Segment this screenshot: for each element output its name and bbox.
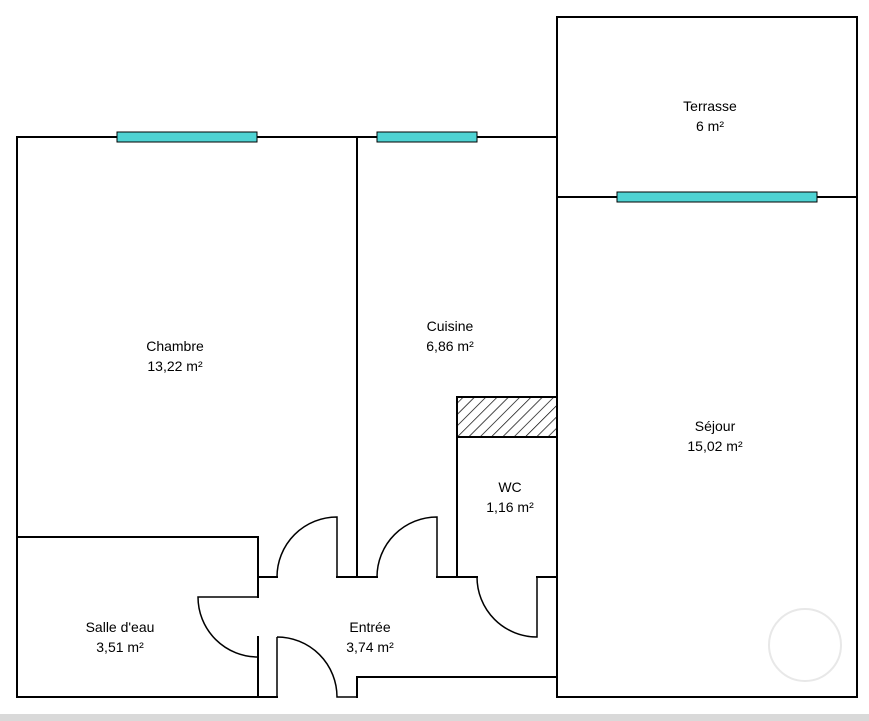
room-name-wc: WC (498, 479, 522, 495)
room-name-salle-deau: Salle d'eau (85, 619, 155, 635)
label-cuisine: Cuisine 6,86 m² (395, 316, 505, 356)
label-terrasse: Terrasse 6 m² (655, 96, 765, 136)
doors (197, 516, 538, 698)
room-area-salle-deau: 3,51 m² (96, 639, 144, 655)
label-chambre: Chambre 13,22 m² (120, 336, 230, 376)
room-area-wc: 1,16 m² (486, 499, 534, 515)
label-sejour: Séjour 15,02 m² (660, 416, 770, 456)
walls (16, 16, 858, 698)
room-name-chambre: Chambre (146, 338, 204, 354)
door-wc[interactable] (476, 576, 538, 638)
label-wc: WC 1,16 m² (460, 477, 560, 517)
windows (116, 131, 818, 203)
room-name-cuisine: Cuisine (426, 318, 474, 334)
window-sejour (616, 191, 818, 203)
door-chambre[interactable] (276, 516, 338, 578)
door-cuisine[interactable] (376, 516, 438, 578)
window-chambre (116, 131, 258, 143)
room-area-cuisine: 6,86 m² (426, 338, 474, 354)
label-salle-deau: Salle d'eau 3,51 m² (65, 617, 175, 657)
room-area-terrasse: 6 m² (696, 118, 724, 134)
room-area-entree: 3,74 m² (346, 639, 394, 655)
bottom-border-strip (0, 714, 869, 721)
room-area-chambre: 13,22 m² (147, 358, 203, 374)
label-entree: Entrée 3,74 m² (315, 617, 425, 657)
window-cuisine (376, 131, 478, 143)
room-area-sejour: 15,02 m² (687, 438, 743, 454)
watermark-mark (768, 608, 842, 682)
room-name-terrasse: Terrasse (683, 98, 737, 114)
room-name-entree: Entrée (349, 619, 391, 635)
door-salle-deau[interactable] (197, 596, 259, 658)
hatched-duct (456, 396, 558, 438)
door-entree[interactable] (276, 636, 357, 698)
room-name-sejour: Séjour (694, 418, 736, 434)
